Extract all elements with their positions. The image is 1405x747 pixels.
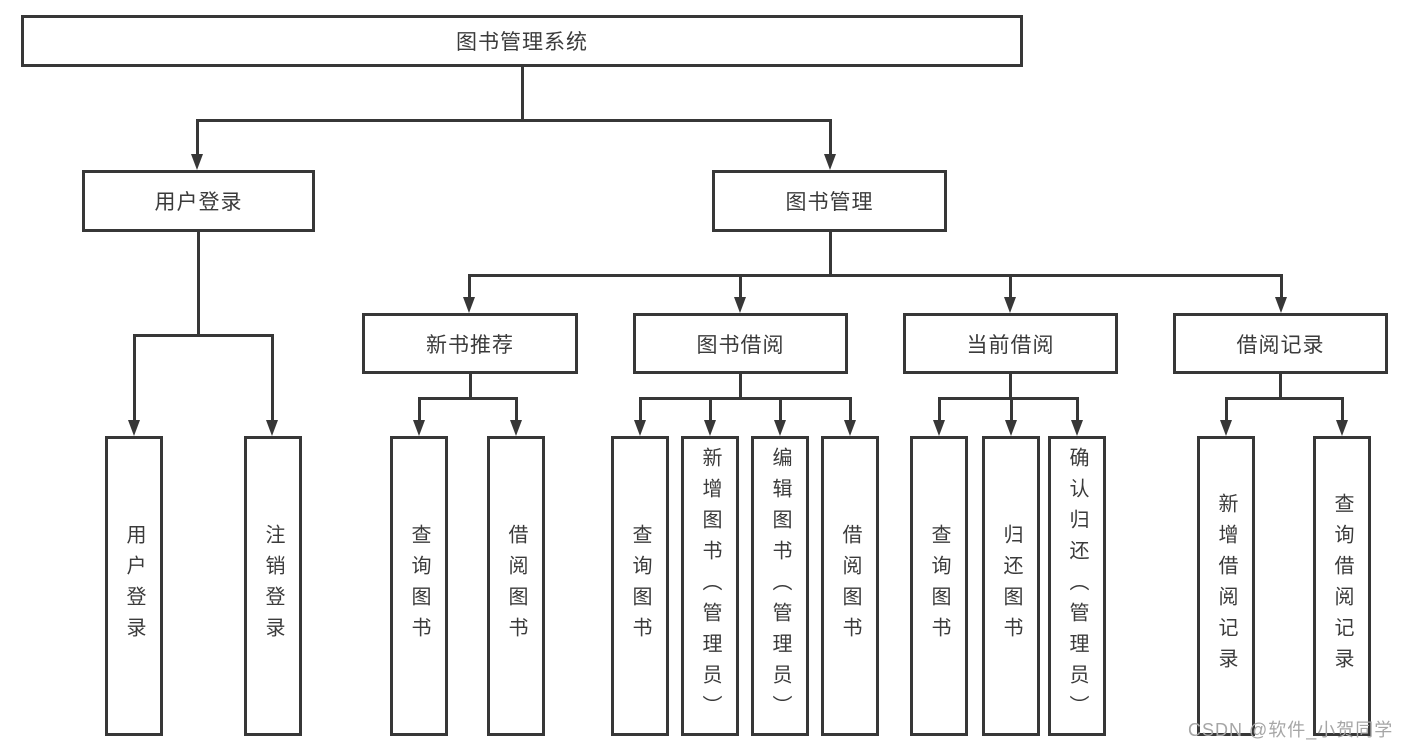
connector-line bbox=[1341, 397, 1344, 422]
connector-line bbox=[639, 397, 851, 400]
arrowhead-icon bbox=[1004, 297, 1016, 313]
node-label: 用户登录 bbox=[154, 191, 243, 214]
leaf-user-login: 用户登录 bbox=[105, 436, 163, 736]
connector-line bbox=[196, 119, 832, 122]
leaf-query-books-recommend: 查询图书 bbox=[390, 436, 448, 736]
leaf-label: 编辑图书（管理员） bbox=[769, 446, 791, 726]
leaf-label: 用户登录 bbox=[123, 524, 145, 648]
connector-line bbox=[515, 397, 518, 422]
connector-line bbox=[468, 274, 1282, 277]
node-label: 图书管理 bbox=[785, 191, 874, 214]
arrowhead-icon bbox=[1005, 420, 1017, 436]
arrowhead-icon bbox=[191, 154, 203, 170]
arrowhead-icon bbox=[844, 420, 856, 436]
leaf-label: 查询图书 bbox=[629, 524, 651, 648]
node-library-management-system: 图书管理系统 bbox=[21, 15, 1023, 67]
connector-line bbox=[739, 374, 742, 399]
connector-line bbox=[197, 232, 200, 336]
leaf-borrow-books-recommend: 借阅图书 bbox=[487, 436, 545, 736]
connector-line bbox=[938, 397, 1078, 400]
arrowhead-icon bbox=[1220, 420, 1232, 436]
connector-line bbox=[196, 119, 199, 156]
leaf-label: 新增图书（管理员） bbox=[699, 446, 721, 726]
leaf-label: 归还图书 bbox=[1000, 524, 1022, 648]
connector-line bbox=[469, 374, 472, 399]
arrowhead-icon bbox=[634, 420, 646, 436]
node-label: 新书推荐 bbox=[426, 333, 514, 357]
leaf-borrow-books: 借阅图书 bbox=[821, 436, 879, 736]
csdn-watermark: CSDN @软件_小贺同学 bbox=[1188, 720, 1394, 740]
leaf-query-books-current: 查询图书 bbox=[910, 436, 968, 736]
arrowhead-icon bbox=[413, 420, 425, 436]
arrowhead-icon bbox=[266, 420, 278, 436]
node-label: 图书管理系统 bbox=[456, 31, 588, 54]
arrowhead-icon bbox=[824, 154, 836, 170]
node-book-management: 图书管理 bbox=[712, 170, 947, 232]
connector-line bbox=[133, 334, 274, 337]
connector-line bbox=[829, 119, 832, 156]
connector-line bbox=[133, 334, 136, 422]
node-borrowing-records: 借阅记录 bbox=[1173, 313, 1388, 374]
connector-line bbox=[1010, 397, 1013, 422]
leaf-label: 查询借阅记录 bbox=[1331, 493, 1353, 679]
arrowhead-icon bbox=[1336, 420, 1348, 436]
connector-line bbox=[829, 232, 832, 276]
connector-line bbox=[271, 334, 274, 422]
connector-line bbox=[468, 274, 471, 299]
leaf-label: 确认归还（管理员） bbox=[1066, 446, 1088, 726]
leaf-logout: 注销登录 bbox=[244, 436, 302, 736]
leaf-label: 新增借阅记录 bbox=[1215, 493, 1237, 679]
arrowhead-icon bbox=[1275, 297, 1287, 313]
arrowhead-icon bbox=[933, 420, 945, 436]
leaf-query-borrow-record: 查询借阅记录 bbox=[1313, 436, 1371, 736]
connector-line bbox=[849, 397, 852, 422]
node-book-borrowing: 图书借阅 bbox=[633, 313, 848, 374]
leaf-label: 查询图书 bbox=[928, 524, 950, 648]
connector-line bbox=[709, 397, 712, 422]
arrowhead-icon bbox=[463, 297, 475, 313]
connector-line bbox=[1076, 397, 1079, 422]
leaf-return-books: 归还图书 bbox=[982, 436, 1040, 736]
node-new-book-recommendation: 新书推荐 bbox=[362, 313, 578, 374]
connector-line bbox=[1009, 374, 1012, 399]
node-user-login: 用户登录 bbox=[82, 170, 315, 232]
leaf-label: 借阅图书 bbox=[839, 524, 861, 648]
node-label: 当前借阅 bbox=[966, 333, 1055, 357]
leaf-add-book-admin: 新增图书（管理员） bbox=[681, 436, 739, 736]
leaf-label: 查询图书 bbox=[408, 524, 430, 648]
node-label: 图书借阅 bbox=[696, 333, 785, 357]
arrowhead-icon bbox=[704, 420, 716, 436]
leaf-label: 注销登录 bbox=[262, 524, 284, 648]
leaf-confirm-return-admin: 确认归还（管理员） bbox=[1048, 436, 1106, 736]
arrowhead-icon bbox=[774, 420, 786, 436]
leaf-label: 借阅图书 bbox=[505, 524, 527, 648]
connector-line bbox=[521, 67, 524, 121]
connector-line bbox=[418, 397, 518, 400]
connector-line bbox=[1225, 397, 1228, 422]
connector-line bbox=[779, 397, 782, 422]
connector-line bbox=[1279, 374, 1282, 399]
leaf-add-borrow-record: 新增借阅记录 bbox=[1197, 436, 1255, 736]
connector-line bbox=[739, 274, 742, 299]
connector-line bbox=[1280, 274, 1283, 299]
leaf-query-books-borrow: 查询图书 bbox=[611, 436, 669, 736]
connector-line bbox=[1225, 397, 1343, 400]
arrowhead-icon bbox=[128, 420, 140, 436]
node-label: 借阅记录 bbox=[1236, 333, 1325, 357]
connector-line bbox=[1009, 274, 1012, 299]
leaf-edit-book-admin: 编辑图书（管理员） bbox=[751, 436, 809, 736]
arrowhead-icon bbox=[734, 297, 746, 313]
arrowhead-icon bbox=[510, 420, 522, 436]
node-current-borrowing: 当前借阅 bbox=[903, 313, 1118, 374]
connector-line bbox=[639, 397, 642, 422]
connector-line bbox=[418, 397, 421, 422]
connector-line bbox=[938, 397, 941, 422]
arrowhead-icon bbox=[1071, 420, 1083, 436]
